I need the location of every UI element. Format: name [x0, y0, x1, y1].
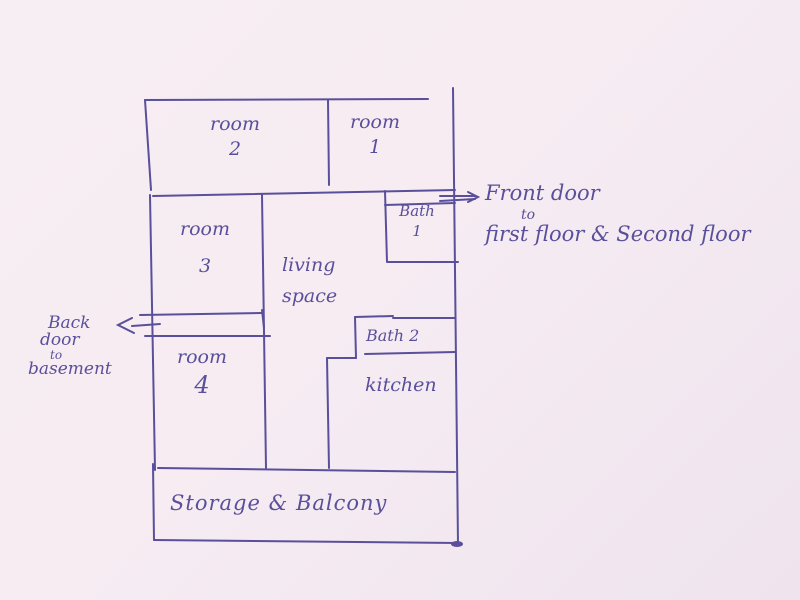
front-door-text: Front door: [485, 181, 600, 205]
bath-2-label: Bath 2: [366, 326, 420, 345]
front-door-destination: first floor & Second floor: [485, 222, 751, 246]
bath-1-number: 1: [412, 222, 422, 240]
room-4-label: room 4: [172, 346, 232, 399]
front-door-to: to: [521, 207, 536, 223]
back-door-annotation: Back door to basement: [28, 313, 130, 379]
room-3-label: room 3: [175, 220, 235, 276]
room-2-label: room 2: [205, 115, 265, 159]
living-space-label: living space: [282, 256, 337, 306]
kitchen-label: kitchen: [365, 374, 437, 396]
room-3-name: room: [180, 218, 230, 240]
back-door-door: door: [40, 330, 80, 350]
back-door-text: Back: [48, 313, 91, 333]
bath-1-name: Bath: [399, 202, 435, 220]
room-4-name: room: [177, 346, 227, 368]
room-1-label: room 1: [345, 113, 405, 157]
room-1-name: room: [350, 111, 400, 133]
living-space-line2: space: [282, 285, 338, 307]
room-4-number: 4: [194, 371, 210, 399]
living-space-line1: living: [282, 254, 336, 276]
bath-1-label: Bath 1: [392, 204, 442, 239]
front-door-annotation: Front door to first floor & Second floor: [485, 183, 751, 245]
room-1-number: 1: [368, 136, 382, 158]
back-door-to: to: [50, 348, 63, 362]
room-2-name: room: [210, 113, 260, 135]
room-2-number: 2: [228, 138, 242, 160]
room-3-number: 3: [198, 255, 212, 277]
storage-balcony-label: Storage & Balcony: [170, 491, 388, 515]
back-door-destination: basement: [28, 359, 112, 379]
